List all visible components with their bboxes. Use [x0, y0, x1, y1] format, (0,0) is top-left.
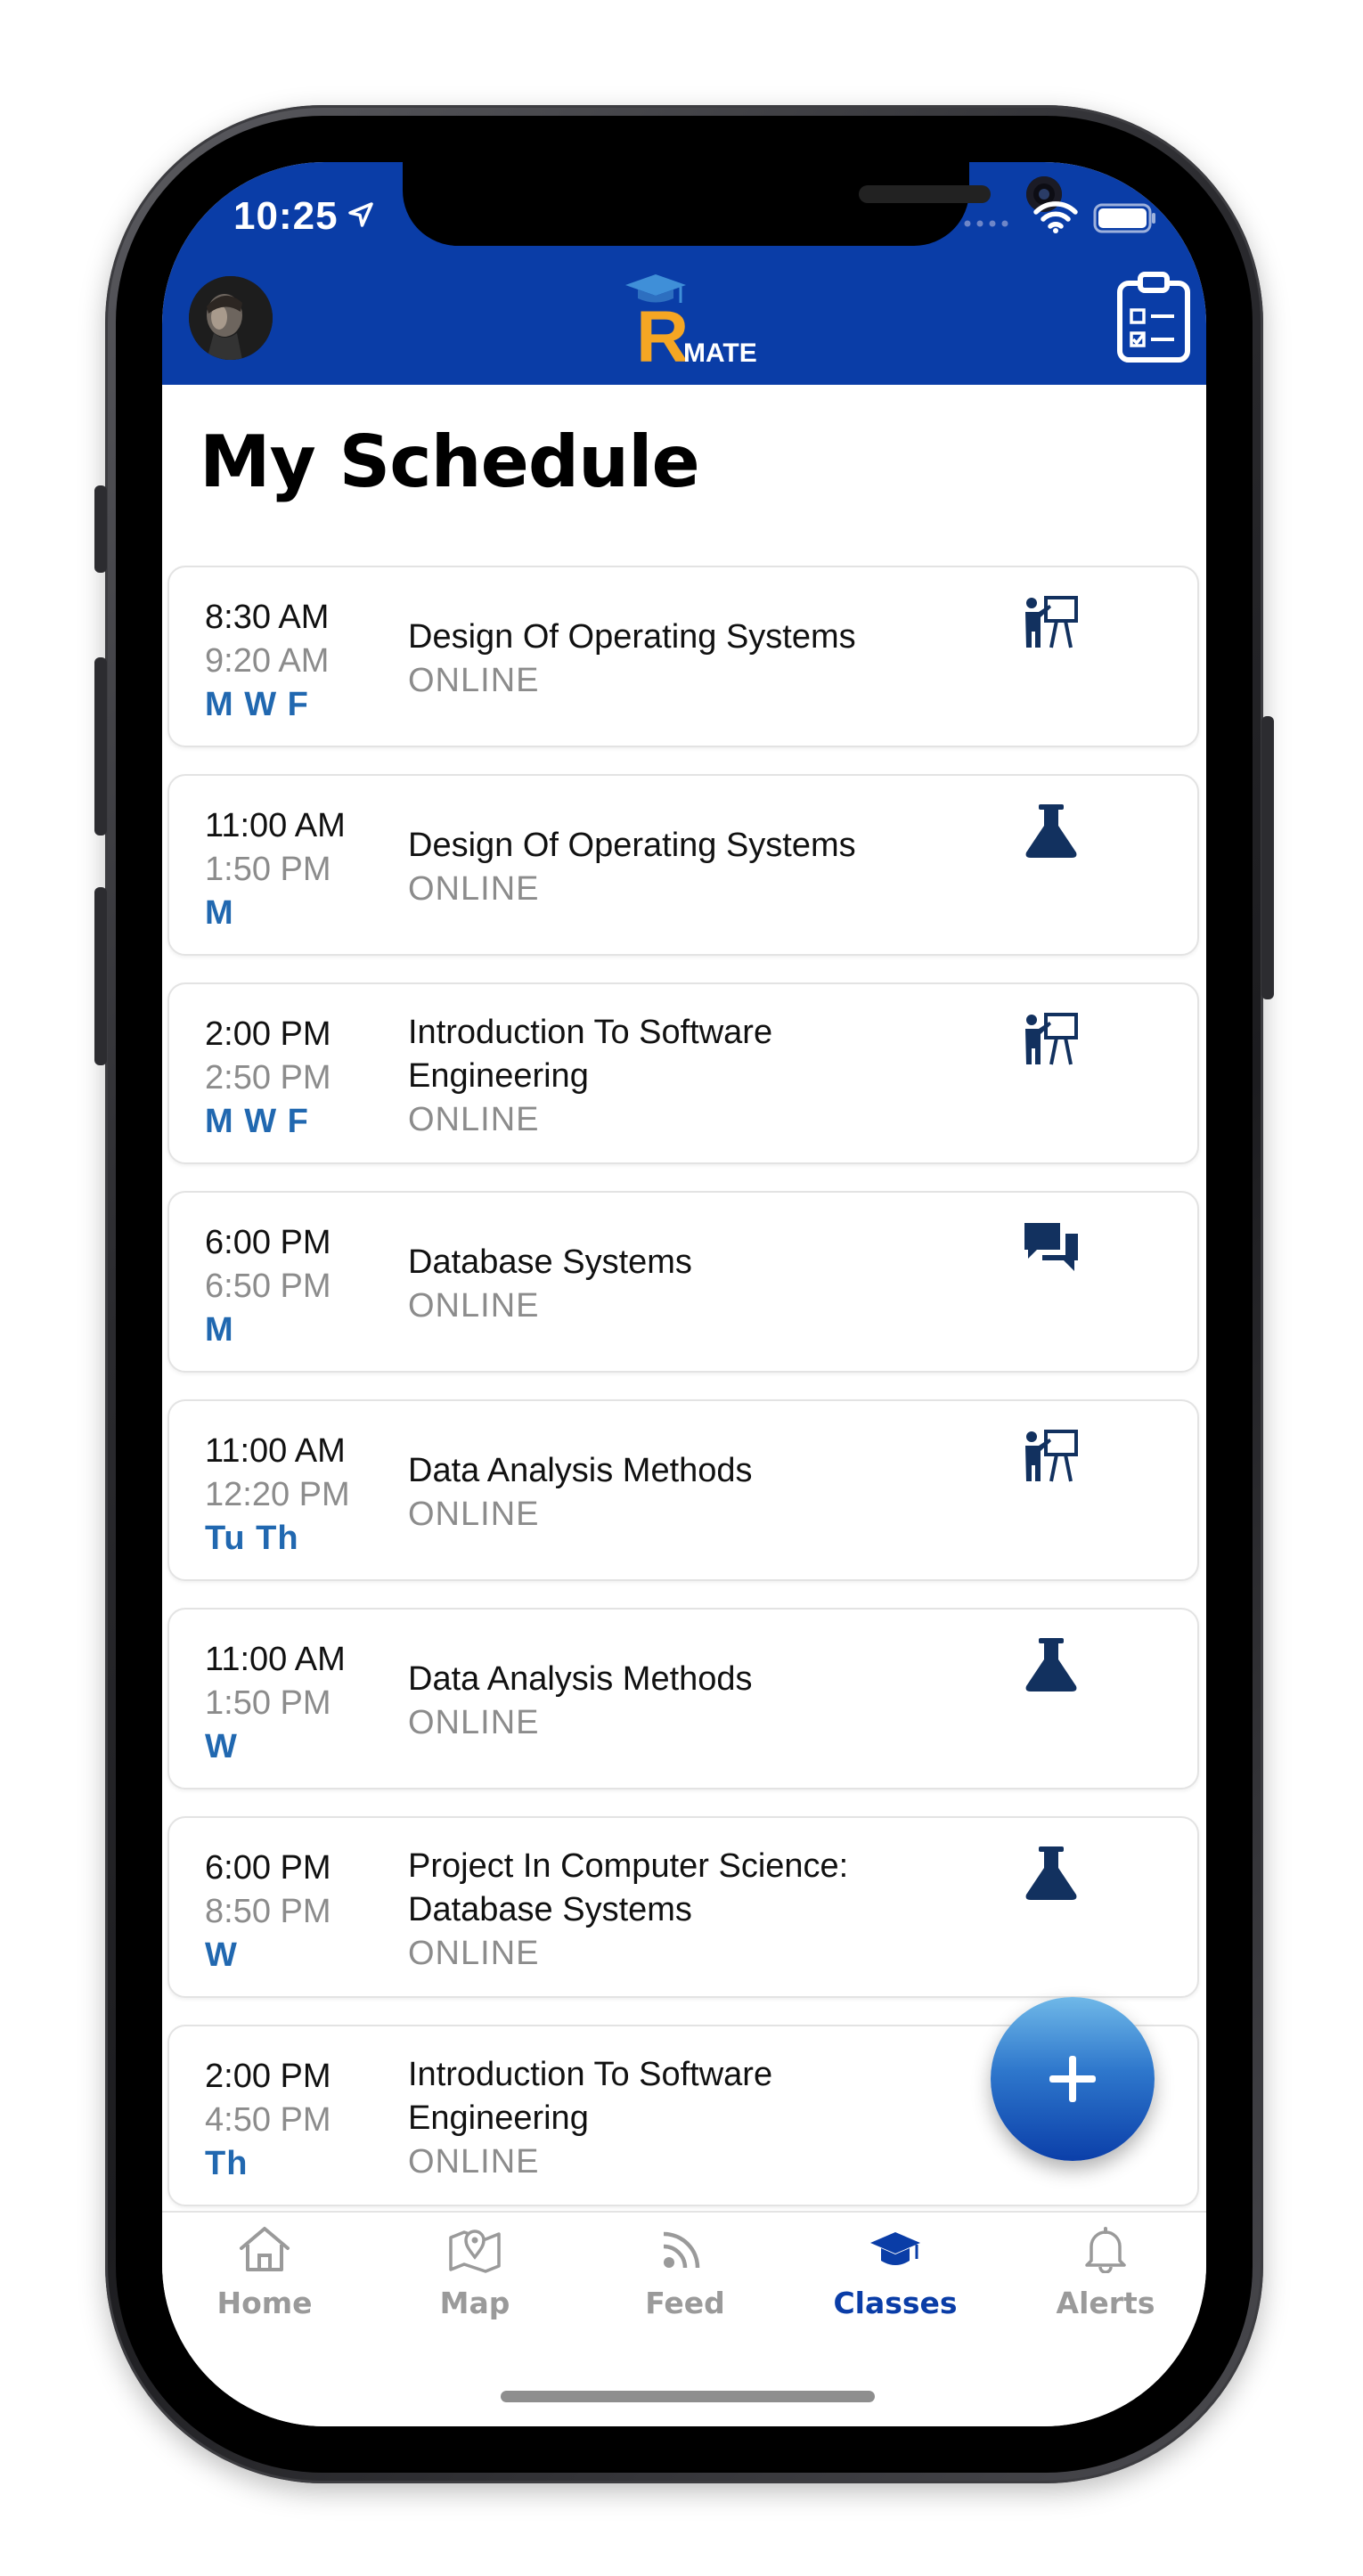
meeting-days: M [205, 894, 234, 932]
start-time: 6:00 PM [205, 1849, 331, 1887]
course-location: ONLINE [408, 2142, 540, 2181]
tab-feed[interactable]: Feed [596, 2225, 774, 2323]
tab-label: Map [439, 2286, 510, 2320]
end-time: 1:50 PM [205, 1684, 331, 1722]
location-arrow-icon [348, 202, 373, 227]
logo-word: MATE [683, 338, 757, 368]
course-card[interactable]: 11:00 AM 1:50 PM W Data Analysis Methods… [167, 1608, 1199, 1789]
tab-label: Classes [833, 2286, 958, 2320]
app-logo: R MATE [618, 269, 770, 378]
tab-alerts[interactable]: Alerts [1016, 2225, 1195, 2323]
page-title: My Schedule [200, 420, 700, 503]
course-name: Data Analysis Methods [408, 1452, 753, 1489]
logo-letter: R [636, 297, 689, 369]
course-location: ONLINE [408, 1496, 540, 1533]
checklist-button[interactable] [1115, 271, 1192, 363]
start-time: 8:30 AM [205, 599, 330, 636]
start-time: 2:00 PM [205, 2058, 331, 2095]
end-time: 12:20 PM [205, 1476, 350, 1513]
start-time: 11:00 AM [205, 1641, 346, 1678]
course-name-line-2: Engineering [408, 2099, 589, 2137]
course-name-line-1: Introduction To Software [408, 2055, 773, 2093]
course-card[interactable]: 11:00 AM 12:20 PM Tu Th Data Analysis Me… [167, 1399, 1199, 1581]
plus-icon [1049, 2056, 1096, 2102]
meeting-days: M W F [205, 1103, 309, 1140]
meeting-days: Th [205, 2145, 249, 2182]
end-time: 1:50 PM [205, 851, 331, 888]
course-location: ONLINE [408, 1704, 540, 1741]
device-notch [403, 162, 1062, 246]
course-card[interactable]: 2:00 PM 2:50 PM M W F Introduction To So… [167, 982, 1199, 1164]
meeting-days: M [205, 1311, 234, 1349]
app-header: 10:25 [162, 162, 1206, 385]
tab-label: Home [216, 2286, 313, 2320]
home-indicator[interactable] [501, 2391, 875, 2402]
status-time: 10:25 [233, 194, 339, 238]
course-name: Data Analysis Methods [408, 1660, 753, 1698]
lecture-icon [1025, 1430, 1078, 1482]
course-location: ONLINE [408, 1287, 540, 1325]
end-time: 2:50 PM [205, 1059, 331, 1096]
start-time: 11:00 AM [205, 1432, 346, 1470]
end-time: 6:50 PM [205, 1268, 331, 1305]
volume-down-button [94, 887, 107, 1065]
course-card[interactable]: 6:00 PM 6:50 PM M Database Systems ONLIN… [167, 1191, 1199, 1373]
meeting-days: Tu Th [205, 1520, 299, 1557]
user-photo-icon [189, 276, 273, 360]
course-name: Design Of Operating Systems [408, 618, 856, 656]
lecture-icon [1025, 596, 1078, 648]
add-course-button[interactable] [991, 1997, 1155, 2161]
course-name-line-2: Database Systems [408, 1890, 692, 1928]
silent-switch [94, 485, 107, 573]
battery-icon [1093, 203, 1155, 233]
lecture-icon [1025, 1013, 1078, 1065]
meeting-days: W [205, 1728, 238, 1765]
app-screen: 10:25 [162, 162, 1206, 2426]
end-time: 9:20 AM [205, 642, 330, 680]
tab-map[interactable]: Map [386, 2225, 564, 2323]
tab-home[interactable]: Home [175, 2225, 354, 2323]
map-icon [449, 2230, 501, 2273]
graduation-cap-icon [870, 2232, 920, 2265]
course-card[interactable]: 11:00 AM 1:50 PM M Design Of Operating S… [167, 774, 1199, 956]
tab-label: Alerts [1056, 2286, 1155, 2320]
volume-up-button [94, 657, 107, 836]
start-time: 2:00 PM [205, 1015, 331, 1053]
course-name-line-2: Engineering [408, 1056, 589, 1095]
power-button [1261, 716, 1274, 999]
earpiece-speaker [859, 185, 991, 203]
lab-flask-icon [1025, 804, 1077, 858]
course-location: ONLINE [408, 870, 540, 908]
start-time: 6:00 PM [205, 1224, 331, 1261]
course-name: Database Systems [408, 1243, 692, 1281]
end-time: 4:50 PM [205, 2101, 331, 2139]
lab-flask-icon [1025, 1638, 1077, 1692]
profile-avatar[interactable] [189, 276, 273, 360]
clipboard-checklist-icon [1117, 272, 1190, 363]
feed-icon [663, 2231, 700, 2269]
course-card[interactable]: 6:00 PM 8:50 PM W Project In Computer Sc… [167, 1816, 1199, 1998]
meeting-days: W [205, 1936, 238, 1974]
home-icon [240, 2227, 290, 2271]
lab-flask-icon [1025, 1846, 1077, 1900]
end-time: 8:50 PM [205, 1893, 331, 1930]
meeting-days: M W F [205, 686, 309, 723]
tab-classes[interactable]: Classes [806, 2225, 984, 2323]
cellular-signal-icon [964, 220, 1008, 227]
wifi-icon [1033, 201, 1078, 233]
tab-bar: Home Map Feed Classes [162, 2211, 1206, 2426]
course-location: ONLINE [408, 662, 540, 699]
bell-icon [1085, 2227, 1126, 2273]
course-name: Design Of Operating Systems [408, 827, 856, 864]
discussion-icon [1024, 1223, 1078, 1271]
course-location: ONLINE [408, 1100, 540, 1138]
course-name-line-1: Introduction To Software [408, 1013, 773, 1051]
start-time: 11:00 AM [205, 807, 346, 844]
tab-label: Feed [645, 2286, 725, 2320]
course-location: ONLINE [408, 1934, 540, 1972]
course-card[interactable]: 8:30 AM 9:20 AM M W F Design Of Operatin… [167, 566, 1199, 747]
rmate-logo-icon: R MATE [625, 274, 757, 378]
course-name-line-1: Project In Computer Science: [408, 1846, 849, 1885]
